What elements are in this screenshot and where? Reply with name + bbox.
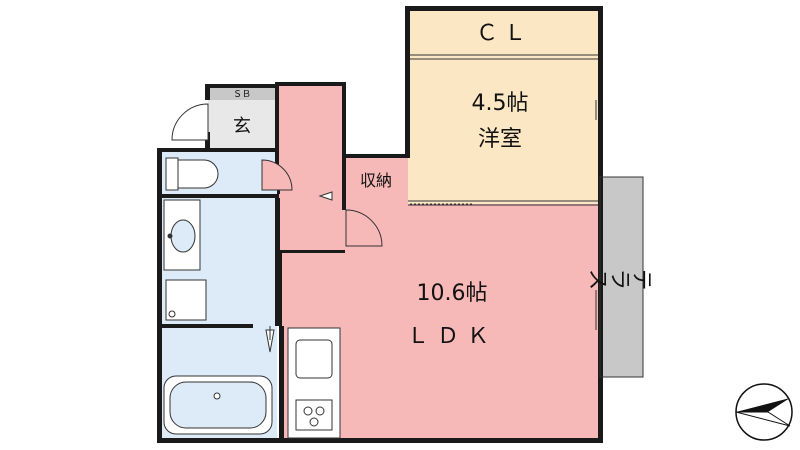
closet-area: [408, 9, 600, 57]
storage-label: 収納: [360, 171, 392, 190]
entrance-label: 玄: [233, 116, 251, 137]
western-room-size: 4.5帖: [472, 91, 529, 116]
shoe-box-area: [208, 86, 277, 100]
doors: [171, 103, 383, 247]
partitions: [408, 54, 644, 378]
bathtub-fixture: [163, 375, 273, 435]
ldk-size: 10.6帖: [417, 281, 488, 306]
washing-machine-pan: [165, 279, 207, 321]
toilet-fixture: [165, 157, 219, 191]
ldk-area: [282, 204, 600, 440]
kitchen-counter: [287, 327, 341, 439]
north-arrow-icon: [735, 383, 793, 441]
terrace-label: テラス: [588, 265, 654, 290]
washbasin-fixture: [163, 199, 201, 271]
western-room-area: [408, 57, 600, 204]
storage-area: [344, 157, 408, 204]
closet-label: ＣＬ: [476, 21, 532, 46]
ldk-name: ＬＤＫ: [407, 324, 497, 349]
terrace-area: [600, 177, 643, 377]
entrance-area: [208, 100, 277, 148]
western-room-name: 洋室: [478, 127, 522, 152]
hallway-area: [277, 84, 344, 252]
shoe-box-label: ＳＢ: [233, 90, 251, 100]
